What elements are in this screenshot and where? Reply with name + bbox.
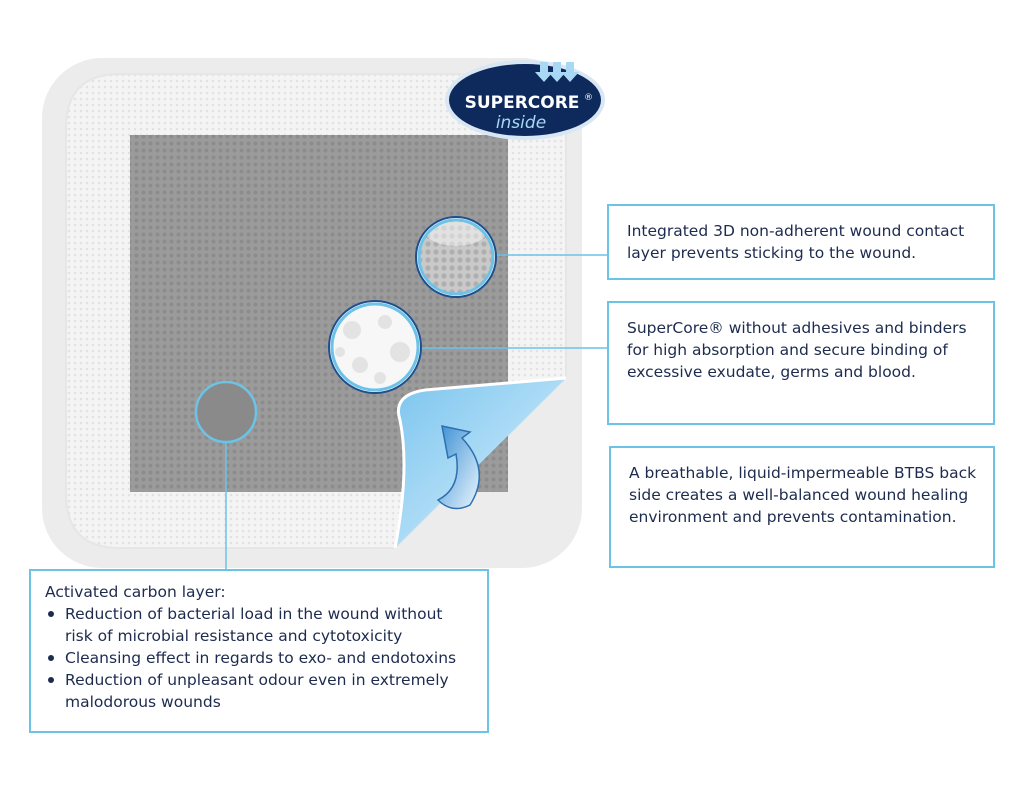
list-item: Cleansing effect in regards to exo- and … bbox=[45, 647, 473, 669]
logo-tagline: inside bbox=[496, 113, 546, 133]
magnifier-contact-layer bbox=[415, 216, 497, 298]
list-item: Reduction of bacterial load in the wound… bbox=[45, 603, 473, 647]
supercore-logo: SUPERCORE ® inside bbox=[445, 60, 605, 140]
down-arrows-icon bbox=[535, 62, 579, 82]
backing-flap bbox=[395, 378, 566, 548]
list-item: Reduction of unpleasant odour even in ex… bbox=[45, 669, 473, 713]
magnifier-supercore bbox=[328, 300, 422, 394]
callout-carbon: Activated carbon layer: Reduction of bac… bbox=[29, 569, 489, 733]
carbon-bullet-list: Reduction of bacterial load in the wound… bbox=[45, 603, 473, 713]
callout-supercore-text: SuperCore® without adhesives and binders… bbox=[627, 319, 967, 381]
callout-supercore: SuperCore® without adhesives and binders… bbox=[607, 301, 995, 425]
callout-backside: A breathable, liquid-impermeable BTBS ba… bbox=[609, 446, 995, 568]
callout-carbon-heading: Activated carbon layer: bbox=[45, 583, 226, 601]
magnifier-carbon bbox=[194, 380, 258, 444]
callout-contact-layer-text: Integrated 3D non-adherent wound contact… bbox=[627, 222, 965, 262]
logo-reg: ® bbox=[584, 93, 593, 103]
peel-arrow-icon bbox=[436, 425, 481, 510]
callout-backside-text: A breathable, liquid-impermeable BTBS ba… bbox=[629, 464, 977, 526]
logo-brand: SUPERCORE bbox=[465, 93, 580, 113]
backing-flap-edge bbox=[393, 376, 567, 549]
callout-contact-layer: Integrated 3D non-adherent wound contact… bbox=[607, 204, 995, 280]
